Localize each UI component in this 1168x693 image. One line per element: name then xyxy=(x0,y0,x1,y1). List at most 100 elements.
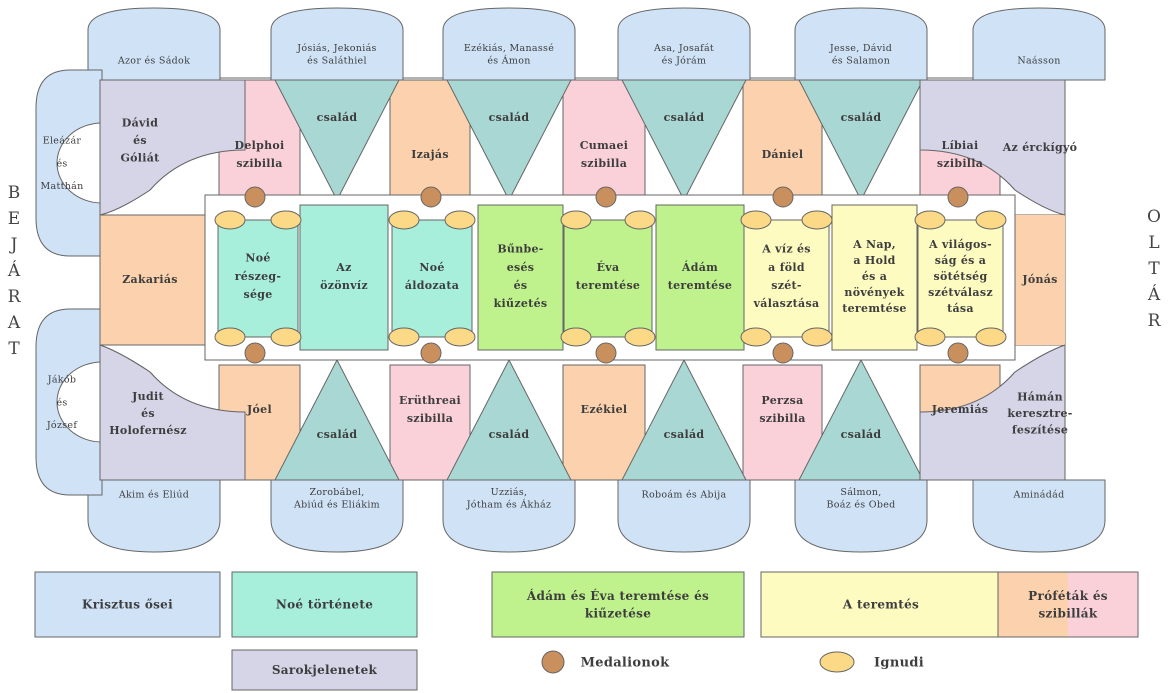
panel xyxy=(917,219,1004,338)
family-label-bottom: család xyxy=(841,428,882,441)
panel xyxy=(563,219,653,338)
entrance-letter: J xyxy=(9,235,18,255)
ancestor-label-bottom: Zorobábel,Abiúd és Eliákim xyxy=(293,487,380,511)
legend-label: Sarokjelenetek xyxy=(272,663,378,677)
family-label-bottom: család xyxy=(317,428,358,441)
ancestor-lunette-bottom xyxy=(617,479,751,553)
end-prophet-label: Jónás xyxy=(1021,273,1057,286)
ancestor-lunette-top xyxy=(617,7,751,81)
ignudi-figure xyxy=(444,327,476,347)
entrance-letter: R xyxy=(8,287,22,307)
ancestor-label-bottom: Sálmon,Boáz és Obed xyxy=(826,487,895,511)
panel xyxy=(477,204,564,351)
family-triangle-top xyxy=(621,79,747,202)
medallion xyxy=(772,186,794,208)
medallion xyxy=(244,342,266,364)
ancestor-label-top: Azor és Sádok xyxy=(117,55,190,66)
legend-medallion-swatch xyxy=(541,650,565,674)
legend-ignudi-swatch xyxy=(819,651,855,673)
ancestor-lunette-top xyxy=(972,7,1106,81)
family-triangle-top xyxy=(798,79,924,202)
medallion xyxy=(420,186,442,208)
entrance-letter: E xyxy=(8,209,20,229)
family-triangle-bottom xyxy=(446,358,572,481)
family-triangle-top xyxy=(446,79,572,202)
ancestor-lunette-bottom xyxy=(87,479,221,553)
legend-label: Krisztus ősei xyxy=(82,598,173,612)
ignudi-figure xyxy=(975,327,1007,347)
seer-label-bottom: Jeremiás xyxy=(931,403,989,416)
ignudi-figure xyxy=(914,327,946,347)
family-triangle-bottom xyxy=(274,358,400,481)
seer-label-top: Dániel xyxy=(762,148,804,161)
medallion xyxy=(420,342,442,364)
ancestor-label-top: Naásson xyxy=(1017,55,1060,66)
altar-letter: T xyxy=(1148,259,1160,279)
family-label-top: család xyxy=(841,111,882,124)
family-label-top: család xyxy=(317,111,358,124)
ignudi-figure xyxy=(388,327,420,347)
ignudi-figure xyxy=(801,327,833,347)
ignudi-figure xyxy=(214,210,246,230)
legend-box xyxy=(231,649,418,691)
ignudi-figure xyxy=(624,327,656,347)
legend-box xyxy=(34,571,221,638)
entrance-letter: A xyxy=(7,313,21,333)
ancestor-lunette-top xyxy=(270,7,404,81)
panel xyxy=(391,219,473,338)
medallion xyxy=(595,186,617,208)
ignudi-figure xyxy=(560,327,592,347)
medallion xyxy=(244,186,266,208)
ignudi-figure xyxy=(444,210,476,230)
legend-label: Ignudi xyxy=(874,656,924,671)
corner-scene xyxy=(99,344,246,481)
entrance-letter: T xyxy=(8,339,20,359)
legend-box xyxy=(231,571,418,638)
ancestor-label-bottom: Uzziás,Jótham és Ákház xyxy=(466,487,552,511)
panel xyxy=(743,219,830,338)
legend-box xyxy=(760,571,1002,638)
ignudi-figure xyxy=(624,210,656,230)
ignudi-figure xyxy=(560,210,592,230)
ancestor-lunette-top xyxy=(794,7,928,81)
ancestor-label-bottom: Akim és Eliúd xyxy=(118,489,189,500)
corner-scene xyxy=(919,79,1066,216)
ancestor-lunette-bottom xyxy=(270,479,404,553)
ancestor-label-bottom: Roboám és Abija xyxy=(642,489,727,500)
family-triangle-bottom xyxy=(621,358,747,481)
ignudi-figure xyxy=(914,210,946,230)
ancestor-lunette-bottom xyxy=(794,479,928,553)
medallion xyxy=(595,342,617,364)
ignudi-figure xyxy=(270,327,302,347)
legend-swatch-sibyl xyxy=(1068,572,1138,637)
ancestor-label-bottom: Aminádád xyxy=(1013,489,1065,500)
entrance-letter: Á xyxy=(7,260,21,281)
ancestor-lunette-bottom xyxy=(442,479,576,553)
family-triangle-top xyxy=(274,79,400,202)
ancestor-lunette-top xyxy=(87,7,221,81)
corner-label: Az érckígyó xyxy=(1002,141,1078,154)
ignudi-figure xyxy=(388,210,420,230)
entrance-letter: B xyxy=(8,183,21,203)
